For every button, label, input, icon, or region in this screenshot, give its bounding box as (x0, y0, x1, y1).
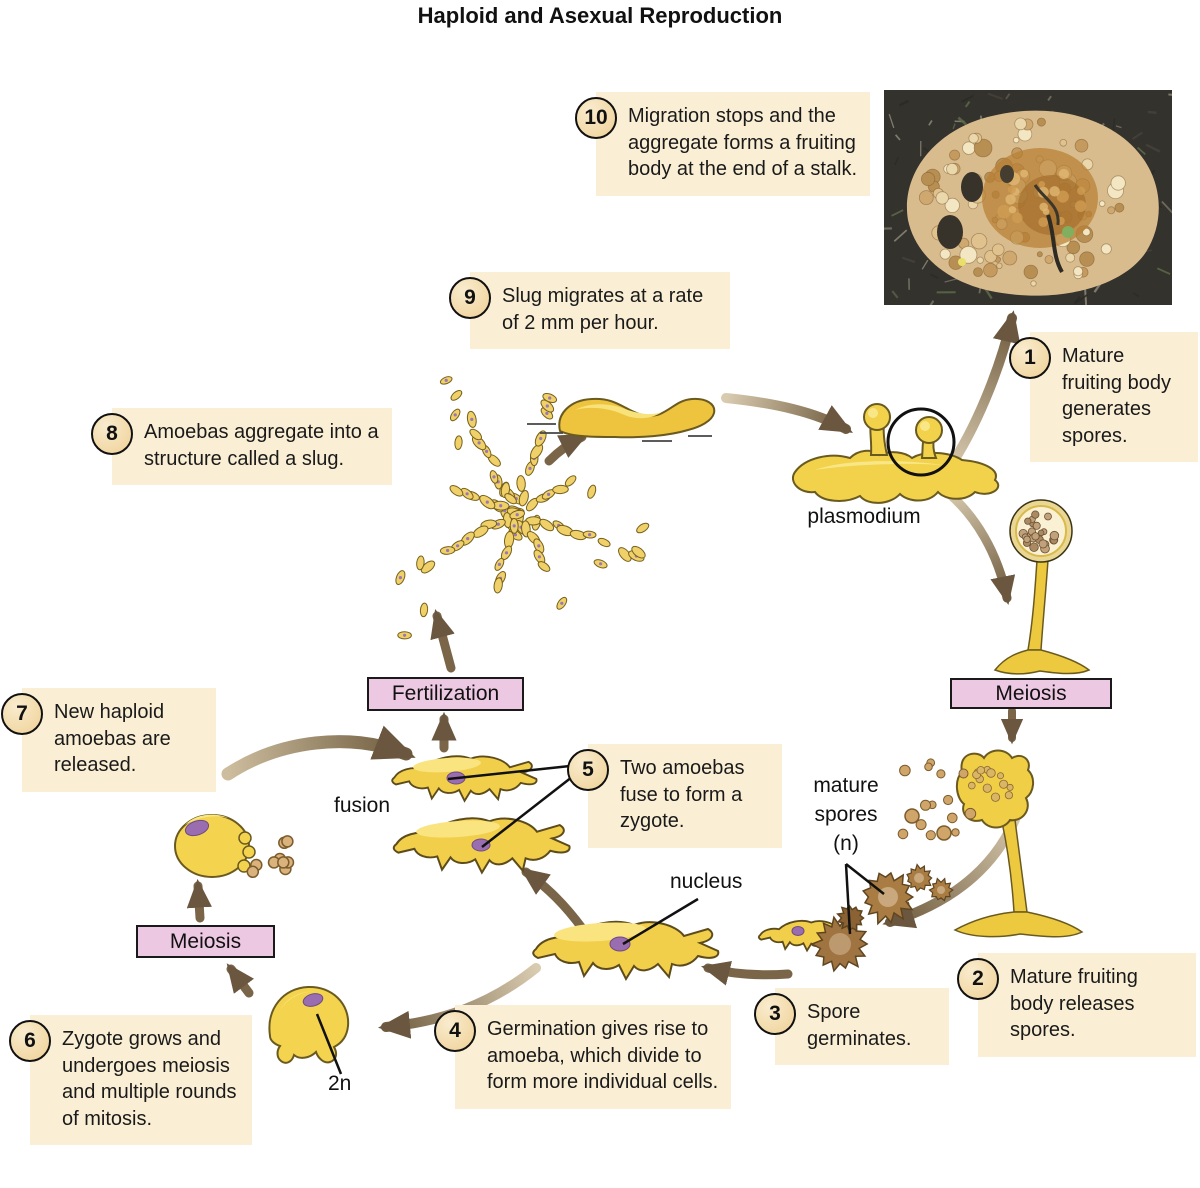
step-box-6: 6 Zygote grows and undergoes meiosis and… (9, 1015, 252, 1146)
arrow-slug-to-plasmodium (721, 393, 854, 434)
step-box-10: 10 Migration stops and the aggregate for… (575, 92, 870, 196)
step-9-badge: 9 (449, 277, 491, 319)
arrow-meiosis-to-released-cell (186, 878, 212, 923)
label-zygote-ploidy: 2n (328, 1072, 352, 1095)
spores-pointer-line-2 (844, 863, 852, 935)
step-4-badge: 4 (434, 1010, 476, 1052)
nucleus-pointer-line (622, 897, 699, 946)
step-3-number: 3 (769, 1002, 781, 1026)
fusion-pointer-line-2 (481, 776, 573, 848)
plasmodium-annotation-circle (886, 407, 956, 477)
step-10-text: Migration stops and the aggregate forms … (628, 105, 858, 181)
label-plasmodium: plasmodium (807, 505, 921, 528)
amoeba-illustrations (391, 755, 720, 980)
germinating-spore-illustration (757, 904, 869, 973)
step-10-number: 10 (584, 106, 608, 130)
arrow-to-meiosis-right (942, 487, 1016, 606)
releasing-fruiting-body-illustration (897, 749, 1084, 938)
step-1-text: Mature fruiting body generates spores. (1062, 345, 1171, 447)
step-9-number: 9 (464, 286, 476, 310)
step-2-text: Mature fruiting body releases spores. (1010, 966, 1138, 1042)
step-box-8: 8 Amoebas aggregate into a structure cal… (91, 408, 392, 486)
step-4-number: 4 (449, 1019, 461, 1043)
slug-illustration (527, 397, 716, 442)
step-box-3: 3 Spore germinates. (754, 988, 949, 1066)
step-10-badge: 10 (575, 97, 617, 139)
arrow-released-to-fusion (221, 725, 416, 781)
label-nucleus: nucleus (670, 870, 743, 893)
releasing-cell-illustration (174, 814, 295, 879)
process-box-fertilization: Fertilization (367, 677, 524, 711)
step-1-number: 1 (1024, 346, 1036, 370)
spores-pointer-line-1 (845, 863, 885, 895)
step-7-text: New haploid amoebas are released. (54, 701, 171, 777)
step-7-number: 7 (16, 702, 28, 726)
step-box-1: 1 Mature fruiting body generates spores. (1009, 332, 1198, 463)
fruiting-body-photo (884, 90, 1172, 305)
arrow-amoeba-to-fusion (520, 867, 587, 933)
step-1-badge: 1 (1009, 337, 1051, 379)
step-3-badge: 3 (754, 993, 796, 1035)
arrow-germination-to-amoeba (701, 961, 793, 986)
step-5-badge: 5 (567, 749, 609, 791)
process-box-meiosis-left: Meiosis (136, 925, 275, 958)
page-title: Haploid and Asexual Reproduction (417, 3, 783, 28)
arrow-zygote-to-meiosis-left (226, 963, 255, 998)
step-2-badge: 2 (957, 958, 999, 1000)
step-box-9: 9 Slug migrates at a rate of 2 mm per ho… (449, 272, 730, 350)
arrow-plasmodium-to-photo (944, 310, 1021, 473)
step-6-text: Zygote grows and undergoes meiosis and m… (62, 1028, 237, 1130)
step-8-number: 8 (106, 422, 118, 446)
step-5-text: Two amoebas fuse to form a zygote. (620, 757, 745, 833)
zygote-illustration (268, 985, 350, 1064)
step-box-7: 7 New haploid amoebas are released. (1, 688, 216, 792)
amoeba-aggregate-illustration (395, 376, 650, 640)
step-5-number: 5 (582, 758, 594, 782)
step-6-badge: 6 (9, 1020, 51, 1062)
step-8-badge: 8 (91, 413, 133, 455)
label-mature-spores: mature spores (n) (813, 774, 879, 855)
process-box-meiosis-right: Meiosis (950, 678, 1112, 709)
connector-lines (315, 407, 956, 1075)
step-box-2: 2 Mature fruiting body releases spores. (957, 953, 1196, 1057)
step-box-5: 5 Two amoebas fuse to form a zygote. (567, 744, 782, 848)
fusion-pointer-line-1 (447, 764, 571, 781)
spore-head-fruiting-body-illustration (993, 499, 1091, 675)
ploidy-pointer-line (315, 1013, 343, 1075)
arrow-fertilization-to-aggregate (430, 609, 456, 673)
step-8-text: Amoebas aggregate into a structure calle… (144, 421, 379, 470)
arrow-aggregate-to-slug (544, 432, 589, 466)
step-9-text: Slug migrates at a rate of 2 mm per hour… (502, 285, 704, 334)
step-3-text: Spore germinates. (807, 1001, 912, 1050)
label-fusion: fusion (334, 794, 391, 817)
step-box-4: 4 Germination gives rise to amoeba, whic… (434, 1005, 731, 1109)
step-4-text: Germination gives rise to amoeba, which … (487, 1018, 719, 1094)
step-6-number: 6 (24, 1029, 36, 1053)
step-2-number: 2 (972, 967, 984, 991)
step-7-badge: 7 (1, 693, 43, 735)
